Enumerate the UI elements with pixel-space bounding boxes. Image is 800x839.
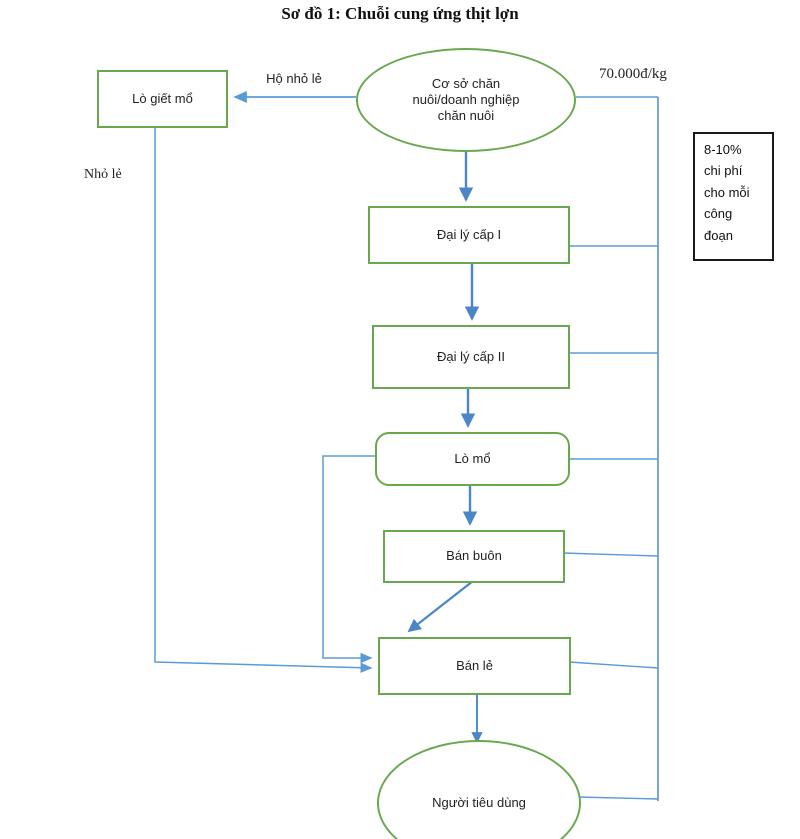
cost-note-box: 8-10% chi phí cho mỗi công đoạn: [693, 132, 774, 261]
node-agent-level-1: Đại lý cấp I: [368, 206, 570, 264]
node-slaughterhouse: Lò mổ: [375, 432, 570, 486]
node-small-slaughterhouse: Lò giết mổ: [97, 70, 228, 128]
edge-label-small-household: Hộ nhỏ lẻ: [266, 71, 322, 86]
node-producer: Cơ sở chăn nuôi/doanh nghiệp chăn nuôi: [356, 48, 576, 152]
line-small-slaughterhouse-to-retailer: [154, 128, 373, 673]
node-small-slaughterhouse-label: Lò giết mổ: [132, 90, 193, 106]
node-retailer-label: Bán lẻ: [456, 657, 493, 673]
line-wholesaler-to-rail: [562, 552, 659, 557]
node-agent-level-1-label: Đại lý cấp I: [436, 226, 502, 242]
node-producer-label: Cơ sở chăn nuôi/doanh nghiệp chăn nuôi: [412, 75, 520, 124]
arrow-wholesaler-to-retailer: [407, 580, 474, 633]
node-consumer-label: Người tiêu dùng: [432, 794, 526, 810]
line-slaughterhouse-bypass-to-retailer: [322, 455, 375, 664]
node-wholesaler: Bán buôn: [383, 530, 565, 583]
node-wholesaler-label: Bán buôn: [446, 548, 502, 564]
node-agent-level-2: Đại lý cấp II: [372, 325, 570, 389]
edge-label-retail-channel: Nhỏ lẻ: [84, 167, 122, 182]
node-consumer: Người tiêu dùng: [377, 740, 581, 839]
node-agent-level-2-label: Đại lý cấp II: [437, 348, 505, 364]
line-consumer-to-rail: [576, 796, 659, 800]
node-retailer: Bán lẻ: [378, 637, 571, 695]
diagram-title: Sơ đồ 1: Chuỗi cung ứng thịt lợn: [281, 4, 519, 23]
line-retailer-to-rail: [568, 661, 659, 669]
node-slaughterhouse-label: Lò mổ: [454, 450, 491, 466]
price-label: 70.000đ/kg: [599, 66, 667, 82]
